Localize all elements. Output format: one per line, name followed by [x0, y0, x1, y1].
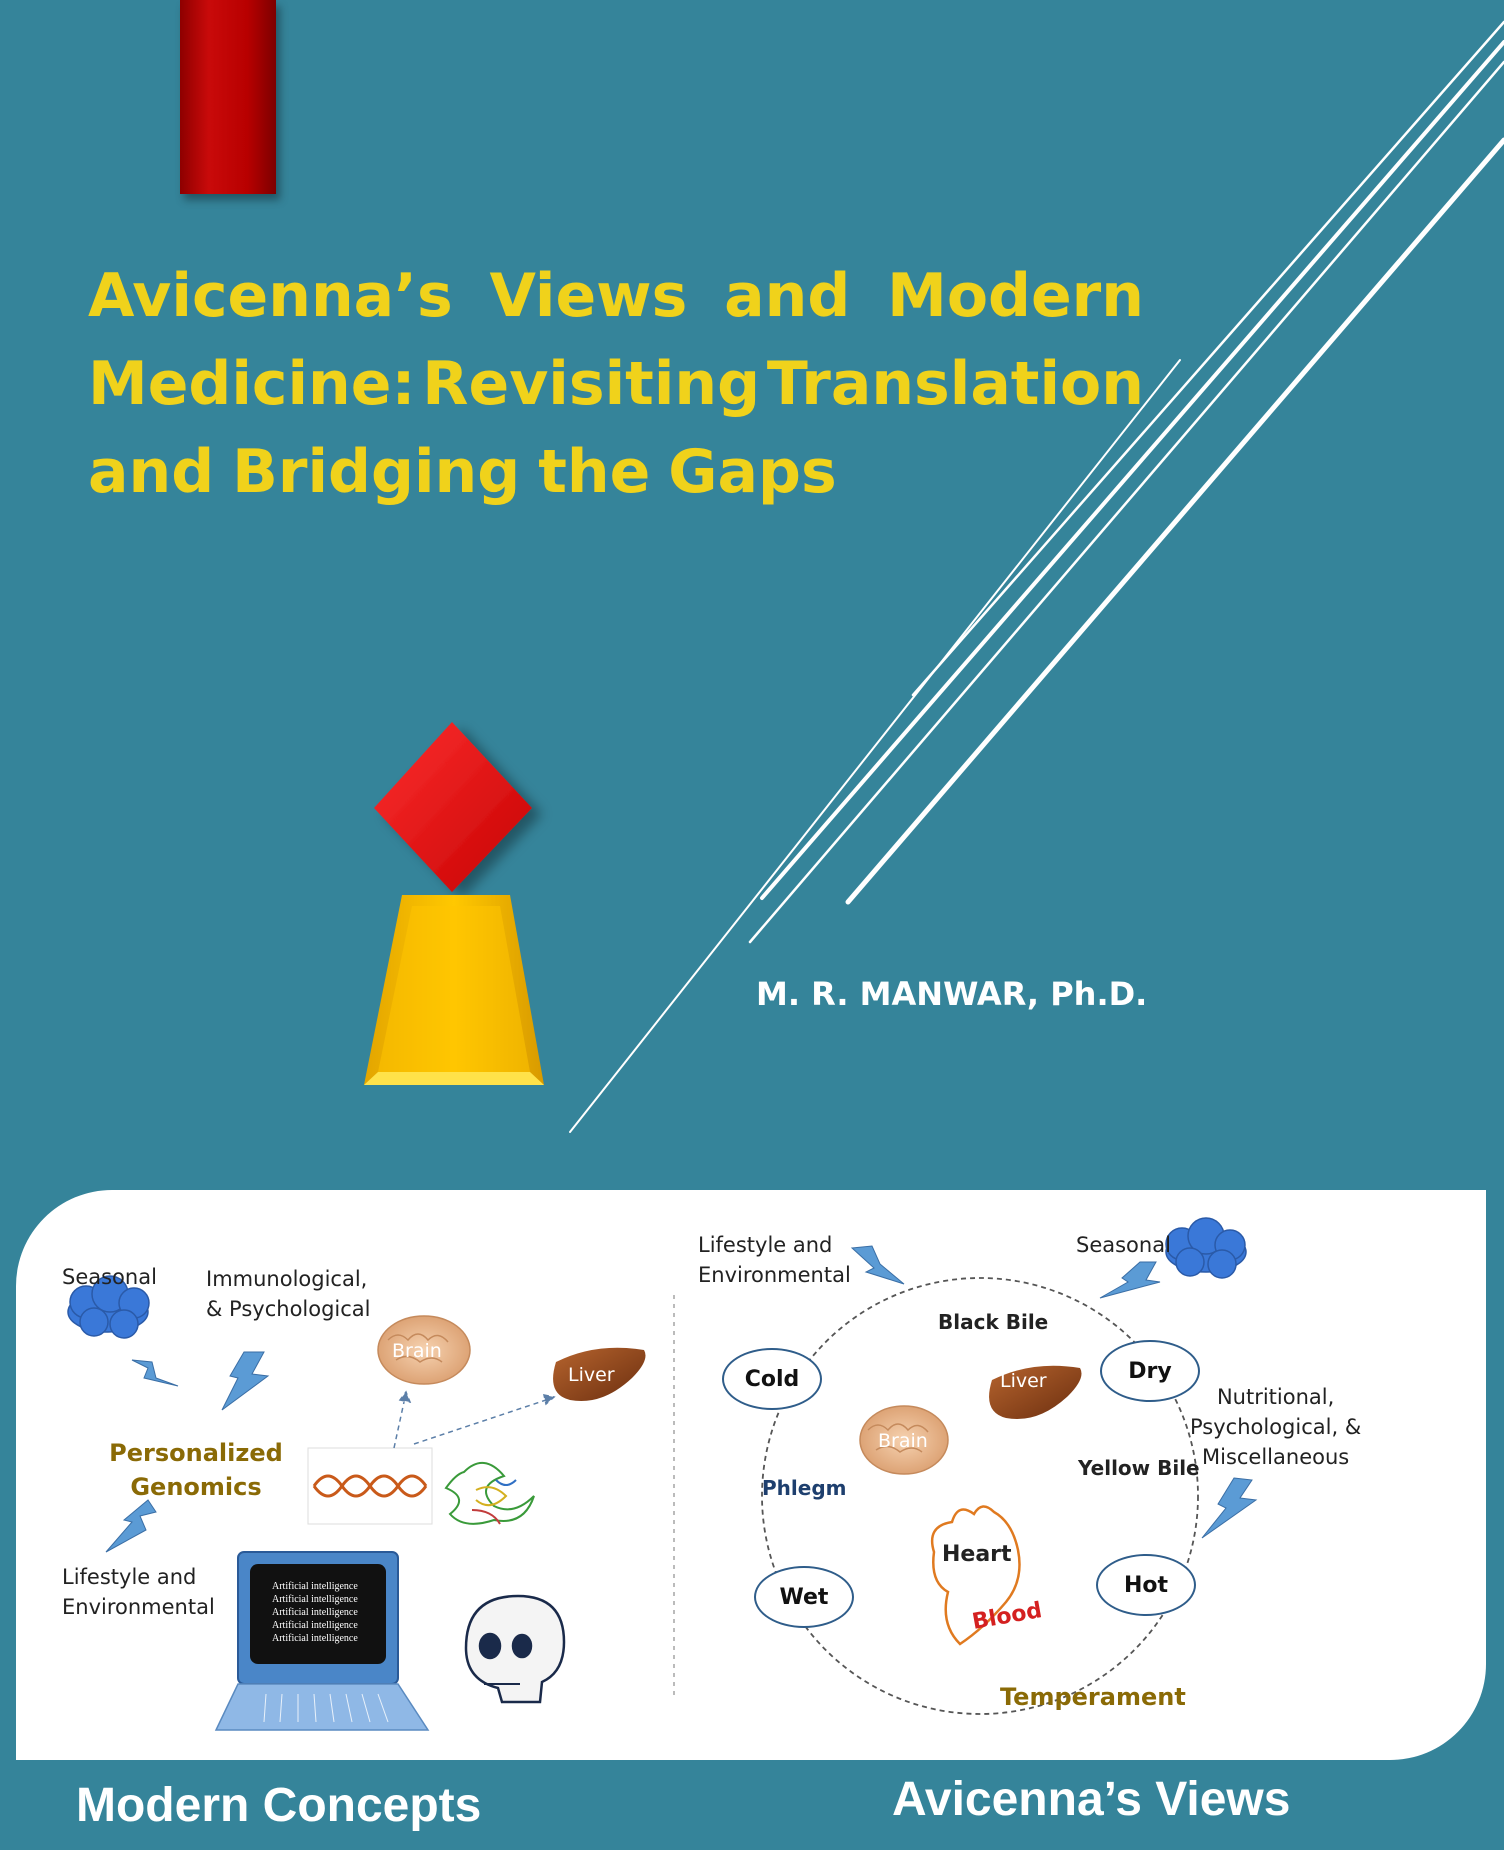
- ai-line: Artificial intelligence: [272, 1607, 358, 1618]
- title-word: Gaps: [668, 437, 837, 507]
- label-brain-avicenna: Brain: [878, 1430, 928, 1452]
- ai-screen-text: Artificial intelligence Artificial intel…: [272, 1580, 358, 1645]
- label-line: Psychological, &: [1190, 1415, 1362, 1439]
- title-word: Translation: [766, 349, 1144, 419]
- ai-line: Artificial intelligence: [272, 1594, 358, 1605]
- arrow-to-brain: [393, 1401, 405, 1449]
- title-word: Avicenna’s: [88, 261, 453, 331]
- label-seasonal-avicenna: Seasonal: [1076, 1233, 1171, 1257]
- ai-line: Artificial intelligence: [272, 1620, 358, 1631]
- oval-cold: Cold: [722, 1348, 822, 1410]
- brain-icon: [377, 1315, 471, 1385]
- trapezoid-bevel: [378, 906, 530, 1072]
- liver-icon: [553, 1347, 646, 1402]
- title-word: and: [724, 261, 851, 331]
- lightning-icon: [1201, 1477, 1258, 1539]
- label-line: Personalized: [109, 1439, 283, 1467]
- label-liver-modern: Liver: [568, 1364, 615, 1386]
- label-line: Environmental: [698, 1263, 851, 1287]
- label-liver-avicenna: Liver: [1000, 1370, 1047, 1392]
- cover-title: Avicenna’s Views and Modern Medicine: Re…: [88, 252, 1144, 516]
- dna-icon: [307, 1447, 433, 1525]
- figure-panel: Seasonal Immunological, & Psychological …: [16, 1190, 1486, 1760]
- label-phlegm: Phlegm: [762, 1476, 847, 1500]
- label-line: Lifestyle and: [62, 1565, 197, 1589]
- title-word: and: [88, 437, 215, 507]
- caption-avicennas-views: Avicenna’s Views: [892, 1773, 1291, 1826]
- oval-hot: Hot: [1096, 1554, 1196, 1616]
- lightning-icon: [1099, 1261, 1161, 1299]
- arrow-to-liver: [413, 1399, 547, 1445]
- label-line: Immunological,: [206, 1267, 368, 1291]
- laptop-icon: [214, 1551, 430, 1731]
- label-black-bile: Black Bile: [938, 1310, 1049, 1334]
- red-diamond-shape: [374, 722, 532, 892]
- label-lifestyle-avicenna: Lifestyle and Environmental: [698, 1230, 851, 1290]
- temperament-circle: [761, 1277, 1199, 1715]
- title-line-3: and Bridging the Gaps: [88, 428, 1144, 516]
- title-word: Modern: [887, 261, 1144, 331]
- label-lifestyle-modern: Lifestyle and Environmental: [62, 1562, 215, 1622]
- label-line: Environmental: [62, 1595, 215, 1619]
- title-line-1: Avicenna’s Views and Modern: [88, 252, 1144, 340]
- brain-icon: [859, 1405, 949, 1475]
- protein-icon: [444, 1462, 535, 1525]
- arrow-head: [543, 1394, 556, 1406]
- title-word: Bridging: [232, 437, 521, 507]
- liver-icon: [989, 1365, 1082, 1420]
- title-word: Revisiting: [422, 349, 761, 419]
- lightning-icon: [221, 1351, 270, 1411]
- author-name: M. R. MANWAR, Ph.D.: [756, 975, 1148, 1013]
- title-word: the: [538, 437, 651, 507]
- arrow-head: [398, 1390, 412, 1404]
- label-heart: Heart: [942, 1542, 1012, 1567]
- label-immunological: Immunological, & Psychological: [206, 1264, 371, 1324]
- oval-dry: Dry: [1100, 1340, 1200, 1402]
- cloud-icon: [1165, 1217, 1247, 1279]
- label-line: & Psychological: [206, 1297, 371, 1321]
- label-line: Miscellaneous: [1201, 1445, 1350, 1469]
- diamond-pedestal-ornament: [364, 722, 544, 1085]
- lightning-icon: [105, 1499, 157, 1553]
- title-word: Views: [489, 261, 688, 331]
- label-seasonal-modern: Seasonal: [62, 1265, 157, 1289]
- cloud-icon: [67, 1275, 150, 1339]
- skull-icon: [464, 1594, 566, 1704]
- lightning-icon: [850, 1245, 905, 1285]
- label-yellow-bile: Yellow Bile: [1078, 1456, 1200, 1480]
- oval-wet: Wet: [754, 1566, 854, 1628]
- caption-modern-concepts: Modern Concepts: [76, 1779, 482, 1832]
- title-line-2: Medicine: Revisiting Translation: [88, 340, 1144, 428]
- ai-line: Artificial intelligence: [272, 1633, 358, 1644]
- label-temperament: Temperament: [1000, 1683, 1186, 1711]
- lightning-icon: [131, 1359, 179, 1387]
- label-line: Nutritional,: [1216, 1385, 1335, 1409]
- label-nutritional: Nutritional, Psychological, & Miscellane…: [1190, 1382, 1361, 1472]
- label-personalized-genomics: Personalized Genomics: [96, 1436, 296, 1504]
- label-line: Genomics: [130, 1473, 262, 1501]
- figure-graphics: [67, 1217, 1258, 1731]
- ai-line: Artificial intelligence: [272, 1581, 358, 1592]
- label-line: Lifestyle and: [698, 1233, 833, 1257]
- heart-icon: [930, 1505, 1021, 1646]
- red-accent-bar: [180, 0, 276, 194]
- label-brain-modern: Brain: [392, 1340, 442, 1362]
- trapezoid-base: [364, 1072, 544, 1085]
- title-word: Medicine:: [88, 349, 416, 419]
